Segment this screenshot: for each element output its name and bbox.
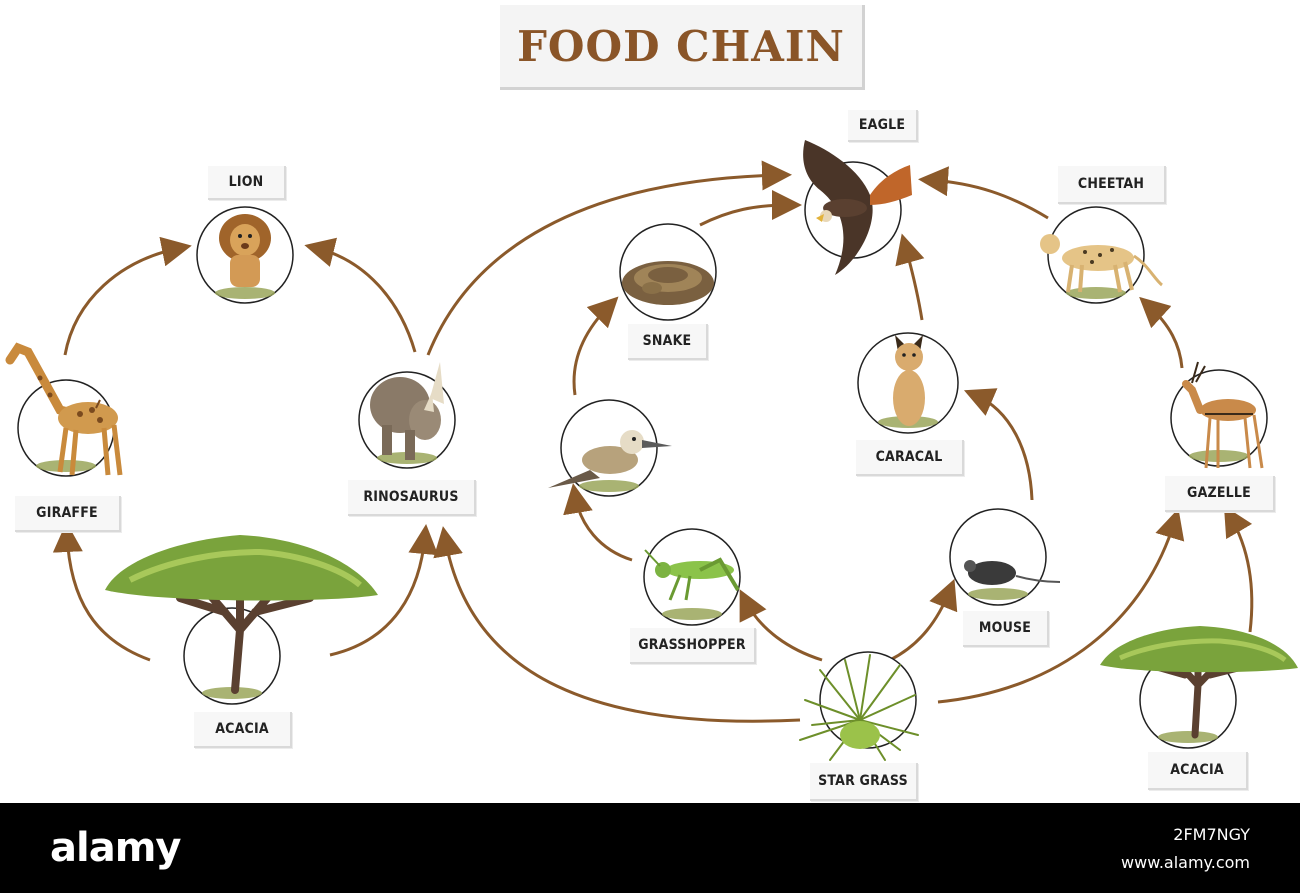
label-snake: SNAKE [628, 324, 708, 360]
arrow-caracal-to-eagle [895, 233, 925, 321]
mouse-circle [949, 508, 1047, 606]
caracal-icon [893, 335, 925, 426]
arrows [52, 160, 1254, 723]
arrow-acacia-to-rino [329, 524, 439, 657]
watermark-footer: alamy 2FM7NGY www.alamy.com [0, 803, 1300, 893]
star-grass-icon [799, 654, 919, 761]
diagram-canvas [5, 140, 1298, 761]
label-cheetah: CHEETAH [1058, 166, 1166, 204]
food-chain-diagram: FOOD CHAIN EAGLE LION CHEETAH SNAKE GIRA… [5, 5, 1298, 801]
arrow-mouse-to-caracal [963, 388, 1034, 501]
arrow-rino-to-lion [304, 237, 417, 353]
arrow-bird-to-snake [572, 296, 619, 396]
mouse-icon [964, 560, 1061, 585]
arrow-acacia-to-giraffe [52, 522, 151, 662]
arrow-cheetah-to-eagle [918, 166, 1049, 220]
label-star-grass: STAR GRASS [810, 763, 918, 801]
arrow-acacia-to-gazelle [1223, 505, 1254, 633]
arrow-stargrass-to-grasshopper [739, 589, 823, 662]
cheetah-icon [1040, 234, 1163, 293]
arrow-stargrass-to-gazelle [937, 508, 1185, 704]
label-caracal: CARACAL [856, 440, 964, 476]
kookaburra-icon [548, 430, 672, 488]
acacia-tree-left-icon [105, 535, 378, 694]
giraffe-icon [5, 342, 123, 476]
site-url: www.alamy.com [1121, 853, 1250, 872]
arrow-stargrass-to-rino [433, 526, 801, 723]
label-gazelle: GAZELLE [1165, 476, 1275, 512]
arrow-stargrass-to-mouse [889, 578, 958, 662]
label-mouse: MOUSE [963, 611, 1049, 647]
label-rinosaurus: RINOSAURUS [348, 480, 476, 516]
label-giraffe: GIRAFFE [15, 496, 121, 532]
rhino-icon [370, 362, 444, 460]
label-acacia-right: ACACIA [1148, 752, 1248, 790]
label-lion: LION [208, 166, 286, 200]
gazelle-icon [1182, 361, 1264, 469]
arrow-giraffe-to-lion [63, 236, 192, 356]
acacia-left-circle [183, 607, 281, 705]
grasshopper-icon [644, 549, 740, 601]
arrow-rino-to-eagle [426, 160, 792, 356]
label-grasshopper: GRASSHOPPER [630, 628, 756, 664]
arrow-snake-to-eagle [699, 190, 802, 227]
label-eagle: EAGLE [848, 110, 918, 142]
eagle-icon [803, 140, 912, 275]
arrow-gazelle-to-cheetah [1139, 296, 1184, 369]
label-acacia-left: ACACIA [194, 712, 292, 748]
lion-icon [219, 214, 271, 287]
arrow-grasshopper-to-bird [563, 483, 633, 562]
brand-logo: alamy [50, 825, 181, 871]
page-title: FOOD CHAIN [517, 21, 845, 71]
title-banner: FOOD CHAIN [500, 5, 865, 90]
acacia-tree-right-icon [1100, 626, 1298, 739]
image-id: 2FM7NGY [1173, 825, 1250, 844]
snake-icon [622, 261, 714, 305]
